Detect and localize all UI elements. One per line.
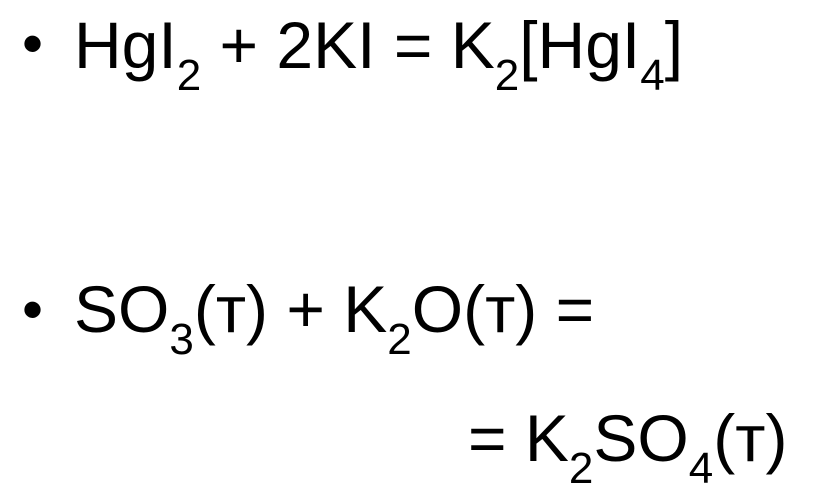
bullet-1: • bbox=[22, 10, 44, 77]
eq2-l1-sub-2: 2 bbox=[387, 315, 412, 364]
equation-1: HgI2 + 2KI = K2[HgI4] bbox=[74, 12, 683, 98]
eq2-l2-part-3: (т) bbox=[713, 401, 788, 475]
eq1-sub-3: 4 bbox=[640, 51, 665, 100]
eq1-sub-1: 2 bbox=[176, 51, 202, 100]
eq2-l1-sub-1: 3 bbox=[169, 315, 194, 364]
equation-2-line-1: SO3(т) + K2O(т) = bbox=[74, 276, 594, 362]
eq1-part-4: ] bbox=[664, 8, 684, 82]
eq2-l2-part-2: SO bbox=[593, 401, 689, 475]
eq1-part-3: [HgI bbox=[519, 8, 641, 82]
eq2-l1-part-2: (т) + K bbox=[193, 272, 388, 346]
eq2-l1-part-1: SO bbox=[74, 272, 170, 346]
eq1-part-2: + 2KI = K bbox=[201, 8, 495, 82]
equation-2-line-2: = K2SO4(т) bbox=[468, 405, 787, 491]
bullet-2: • bbox=[22, 276, 44, 343]
eq2-l1-part-3: O(т) = bbox=[411, 272, 595, 346]
eq1-sub-2: 2 bbox=[494, 51, 520, 100]
eq1-part-1: HgI bbox=[74, 8, 177, 82]
eq2-l2-part-1: = K bbox=[468, 401, 569, 475]
eq2-l2-sub-2: 4 bbox=[688, 444, 714, 493]
eq2-l2-sub-1: 2 bbox=[568, 444, 594, 493]
